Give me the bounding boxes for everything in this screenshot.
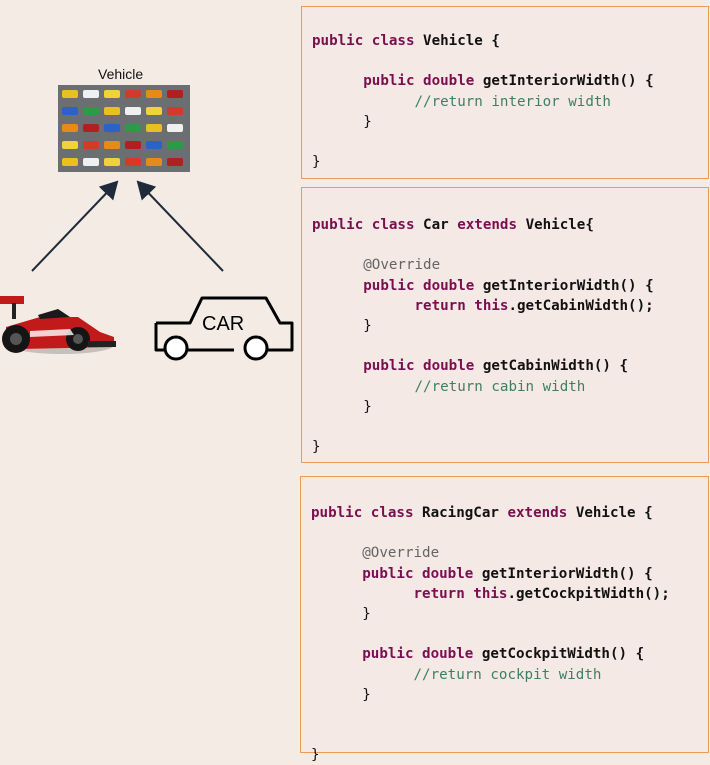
- code-token: this: [474, 297, 509, 314]
- code-token: extends: [507, 505, 576, 521]
- code-token: [312, 318, 363, 334]
- code-line: public double getCockpitWidth() {: [311, 644, 644, 664]
- code-token: RacingCar: [422, 505, 508, 521]
- car-sketch-label: CAR: [202, 313, 244, 335]
- code-line: }: [312, 112, 372, 132]
- code-line: //return interior width: [312, 92, 611, 112]
- code-line: }: [312, 397, 372, 417]
- code-line: }: [311, 685, 371, 705]
- code-line: }: [312, 152, 321, 172]
- code-line: //return cockpit width: [311, 665, 602, 685]
- code-token: getCabinWidth() {: [482, 358, 629, 375]
- code-token: double: [423, 358, 483, 375]
- code-token: }: [362, 606, 371, 622]
- code-token: }: [312, 154, 321, 171]
- code-token: }: [363, 318, 372, 334]
- code-token: public: [362, 646, 423, 663]
- code-token: public: [363, 358, 424, 375]
- code-token: .getCockpitWidth();: [507, 585, 670, 602]
- code-line: }: [312, 316, 372, 336]
- code-token: [312, 379, 415, 395]
- code-token: double: [422, 646, 482, 663]
- code-token: [312, 278, 363, 294]
- code-line: public double getCabinWidth() {: [312, 356, 628, 376]
- code-line: public double getInteriorWidth() {: [312, 71, 654, 91]
- code-token: [311, 646, 362, 662]
- code-token: .getCabinWidth();: [508, 297, 654, 314]
- racing-car-image: [0, 296, 116, 354]
- code-line: }: [312, 437, 321, 457]
- code-line: }: [311, 745, 320, 765]
- code-block-car: public class Car extends Vehicle{ @Overr…: [301, 187, 709, 463]
- code-token: [311, 545, 362, 561]
- code-line: public class Vehicle {: [312, 31, 500, 51]
- code-token: @Override: [363, 257, 441, 274]
- code-token: getCockpitWidth() {: [481, 646, 645, 663]
- code-token: class: [371, 217, 424, 233]
- code-token: Car: [423, 217, 458, 233]
- code-line: public class Car extends Vehicle{: [312, 215, 594, 235]
- code-token: class: [371, 33, 424, 49]
- code-token: [311, 586, 414, 602]
- code-token: [312, 298, 415, 314]
- code-line: return this.getCockpitWidth();: [311, 584, 670, 604]
- code-token: getInteriorWidth() {: [482, 277, 654, 294]
- code-token: //return cockpit width: [413, 666, 602, 683]
- code-line: @Override: [311, 543, 439, 563]
- code-token: Vehicle {: [575, 505, 653, 521]
- code-token: double: [423, 73, 483, 90]
- code-line: return this.getCabinWidth();: [312, 296, 654, 316]
- code-line: @Override: [312, 255, 440, 275]
- arrow-racingcar-to-vehicle: [31, 180, 119, 272]
- code-token: [312, 358, 363, 374]
- code-token: return: [414, 297, 475, 314]
- code-token: [312, 257, 363, 273]
- code-token: public: [312, 217, 372, 233]
- code-token: getInteriorWidth() {: [482, 73, 654, 90]
- code-token: Vehicle {: [423, 33, 500, 49]
- code-token: //return cabin width: [414, 378, 586, 395]
- inheritance-arrows: [31, 180, 224, 272]
- code-token: [311, 667, 414, 683]
- code-token: }: [363, 113, 372, 130]
- code-token: }: [363, 398, 372, 415]
- code-token: double: [422, 565, 482, 582]
- code-token: public: [363, 73, 424, 90]
- code-token: [311, 687, 362, 703]
- code-token: class: [370, 505, 423, 521]
- code-token: [312, 73, 363, 89]
- code-token: public: [363, 277, 424, 294]
- code-token: [312, 399, 363, 415]
- code-token: this: [473, 585, 508, 602]
- code-token: getInteriorWidth() {: [481, 565, 653, 582]
- code-token: [311, 566, 362, 582]
- code-token: [311, 606, 362, 622]
- code-block-racingcar: public class RacingCar extends Vehicle {…: [300, 476, 709, 763]
- code-token: Vehicle{: [525, 217, 594, 233]
- code-token: }: [362, 686, 371, 703]
- code-token: }: [312, 439, 321, 456]
- code-token: double: [423, 277, 483, 294]
- code-token: return: [413, 585, 474, 602]
- code-token: @Override: [362, 545, 440, 562]
- code-line: public double getInteriorWidth() {: [312, 276, 654, 296]
- code-token: public: [311, 505, 371, 521]
- vehicle-label: Vehicle: [98, 66, 144, 82]
- code-token: [312, 94, 415, 110]
- code-line: }: [311, 604, 371, 624]
- code-line: public double getInteriorWidth() {: [311, 564, 653, 584]
- code-token: [312, 114, 363, 130]
- code-block-vehicle: public class Vehicle { public double get…: [301, 6, 709, 179]
- code-token: //return interior width: [414, 93, 611, 110]
- vehicles-collection-image: [58, 85, 190, 172]
- code-token: public: [362, 565, 423, 582]
- arrow-car-to-vehicle: [136, 180, 224, 272]
- code-line: public class RacingCar extends Vehicle {: [311, 503, 653, 523]
- code-token: public: [312, 33, 372, 49]
- code-token: extends: [457, 217, 526, 233]
- car-sketch-icon: CAR: [154, 296, 294, 361]
- code-line: //return cabin width: [312, 377, 586, 397]
- code-token: }: [311, 747, 320, 764]
